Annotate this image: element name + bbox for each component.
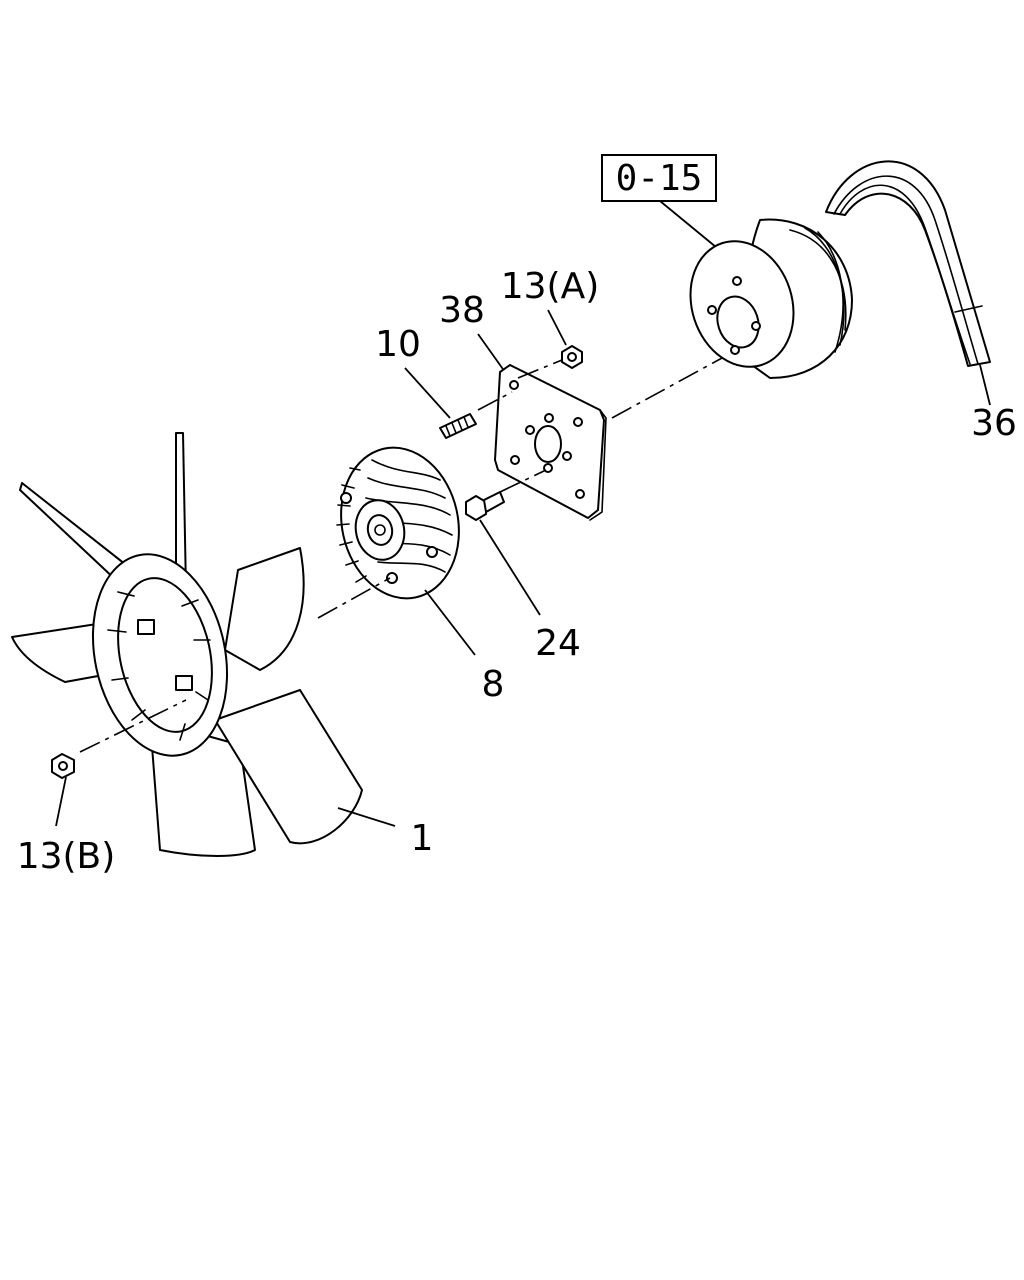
- plate-callout: 38: [439, 290, 485, 331]
- nut-a-leader: [547, 309, 567, 346]
- nut-b-callout: 13(B): [17, 836, 116, 877]
- spacer-plate[interactable]: [494, 364, 607, 521]
- nut-a[interactable]: [561, 345, 583, 369]
- bolt-callout: 24: [535, 623, 581, 664]
- fan-clutch-callout: 8: [482, 664, 505, 705]
- nut-b-leader: [55, 776, 67, 827]
- belt-leader: [979, 364, 991, 406]
- bolt-leader: [479, 519, 541, 616]
- axis-line-fan-clutch: [317, 577, 391, 619]
- belt-callout: 36: [971, 403, 1017, 444]
- stud-callout: 10: [375, 324, 421, 365]
- stud-bolt[interactable]: [439, 413, 477, 439]
- v-belt[interactable]: [825, 160, 991, 367]
- axis-line-bolt-plate: [499, 469, 547, 493]
- reference-leader: [659, 200, 723, 253]
- fan-leader: [337, 807, 396, 827]
- fan-callout: 1: [411, 818, 434, 859]
- nut-b[interactable]: [51, 753, 75, 779]
- nut-a-callout: 13(A): [501, 266, 600, 307]
- plate-leader: [477, 333, 506, 373]
- fan-clutch[interactable]: [327, 437, 472, 610]
- fan-clutch-leader: [424, 589, 476, 656]
- axis-line-stud-plate: [477, 391, 513, 411]
- axis-line-plate-pulley: [611, 357, 723, 419]
- cooling-fan[interactable]: [11, 432, 363, 857]
- hex-bolt[interactable]: [465, 491, 505, 521]
- stud-leader: [404, 367, 451, 419]
- reference-group-box[interactable]: 0-15: [601, 154, 717, 202]
- pulley[interactable]: [675, 218, 853, 381]
- reference-group-label: 0-15: [616, 158, 703, 199]
- axis-line-nut-fan: [79, 699, 187, 753]
- axis-line-plate-nut: [517, 359, 563, 379]
